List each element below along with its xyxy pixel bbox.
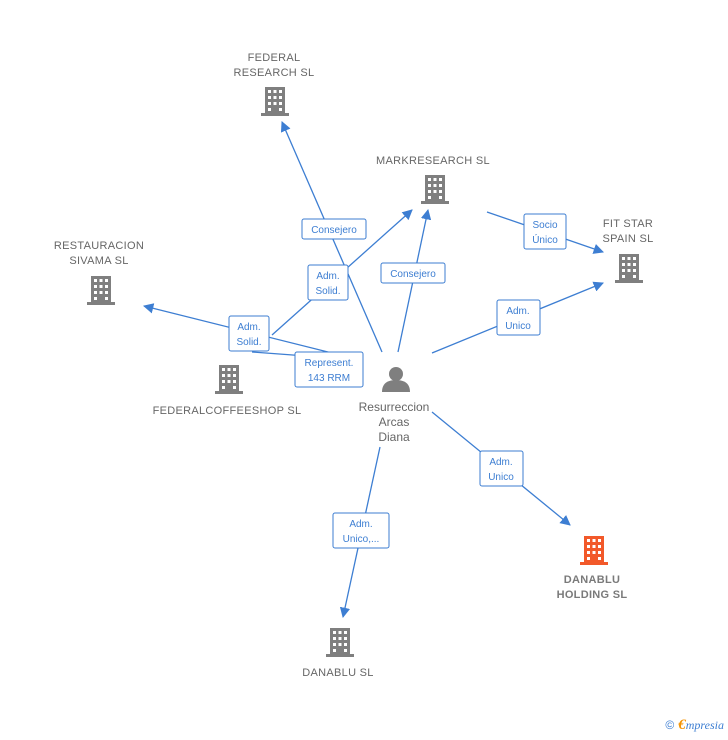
edge-label-e4: Socio Único [523,213,567,250]
edge-label-text: Adm. [349,519,372,530]
edge-label-e5: Adm. Solid. [228,315,270,352]
edge-label-text: Único [532,233,558,246]
node-label: FEDERALCOFFEESHOP SL [153,405,302,417]
person-icon [382,367,410,392]
edge-label-e9: Adm. Unico,... [332,512,390,549]
node-label: Arcas [379,415,410,429]
node-label: RESTAURACION [54,240,144,252]
node-danablu[interactable]: DANABLU SL [302,628,373,679]
building-icon [215,365,243,394]
node-label: Resurreccion [359,400,430,414]
node-federalcoffeeshop[interactable]: FEDERALCOFFEESHOP SL [153,365,302,417]
node-label: SPAIN SL [602,233,653,245]
edge-labels: Consejero Adm. Solid. Consejero Socio Ún… [228,213,567,549]
edge-label-text: Unico [488,472,514,483]
brand-logo-text: mpresia [685,718,724,732]
edge-label-text: Represent. [305,358,354,369]
building-icon [615,254,643,283]
edge-label-text: Adm. [489,457,512,468]
edge-label-e3: Consejero [380,262,446,284]
edge-label-e6: Represent. 143 RRM [294,351,364,388]
edge-label-e8: Adm. Unico [479,450,524,487]
building-icon [87,276,115,305]
node-label: DANABLU [564,574,620,586]
edge-label-text: 143 RRM [308,373,350,384]
node-label: FIT STAR [603,218,653,230]
node-label: RESEARCH SL [234,67,315,79]
node-label: SIVAMA SL [69,255,128,267]
node-restauracion[interactable]: RESTAURACION SIVAMA SL [54,240,144,305]
edge-label-text: Unico [505,321,531,332]
building-icon [261,87,289,116]
node-danablu-holding[interactable]: DANABLU HOLDING SL [557,536,628,601]
building-icon [421,175,449,204]
node-markresearch[interactable]: MARKRESEARCH SL [376,155,490,204]
edge-label-e7: Adm. Unico [496,299,541,336]
edge-label-e2: Adm. Solid. [307,264,349,301]
node-label: HOLDING SL [557,589,628,601]
edge-label-text: Solid. [236,337,261,348]
building-icon [326,628,354,657]
edge-label-text: Adm. [237,322,260,333]
node-person[interactable]: Resurreccion Arcas Diana [359,367,430,444]
brand-logo-initial: € [678,717,686,733]
edge-label-text: Adm. [506,306,529,317]
building-icon [580,536,608,565]
node-fit-star[interactable]: FIT STAR SPAIN SL [602,218,653,283]
brand-footer: ©€mpresia [665,717,724,734]
edge-label-text: Socio [532,220,557,231]
node-label: MARKRESEARCH SL [376,155,490,167]
node-label: FEDERAL [248,52,301,64]
edge-label-text: Consejero [390,269,436,280]
edge-label-text: Unico,... [343,534,380,545]
copyright-icon: © [665,718,675,732]
edge-label-text: Solid. [315,286,340,297]
node-label: Diana [378,430,410,444]
node-federal-research[interactable]: FEDERAL RESEARCH SL [234,52,315,116]
edge-label-text: Consejero [311,225,357,236]
edge-label-text: Adm. [316,271,339,282]
node-label: DANABLU SL [302,667,373,679]
edge-label-e1: Consejero [301,218,367,240]
